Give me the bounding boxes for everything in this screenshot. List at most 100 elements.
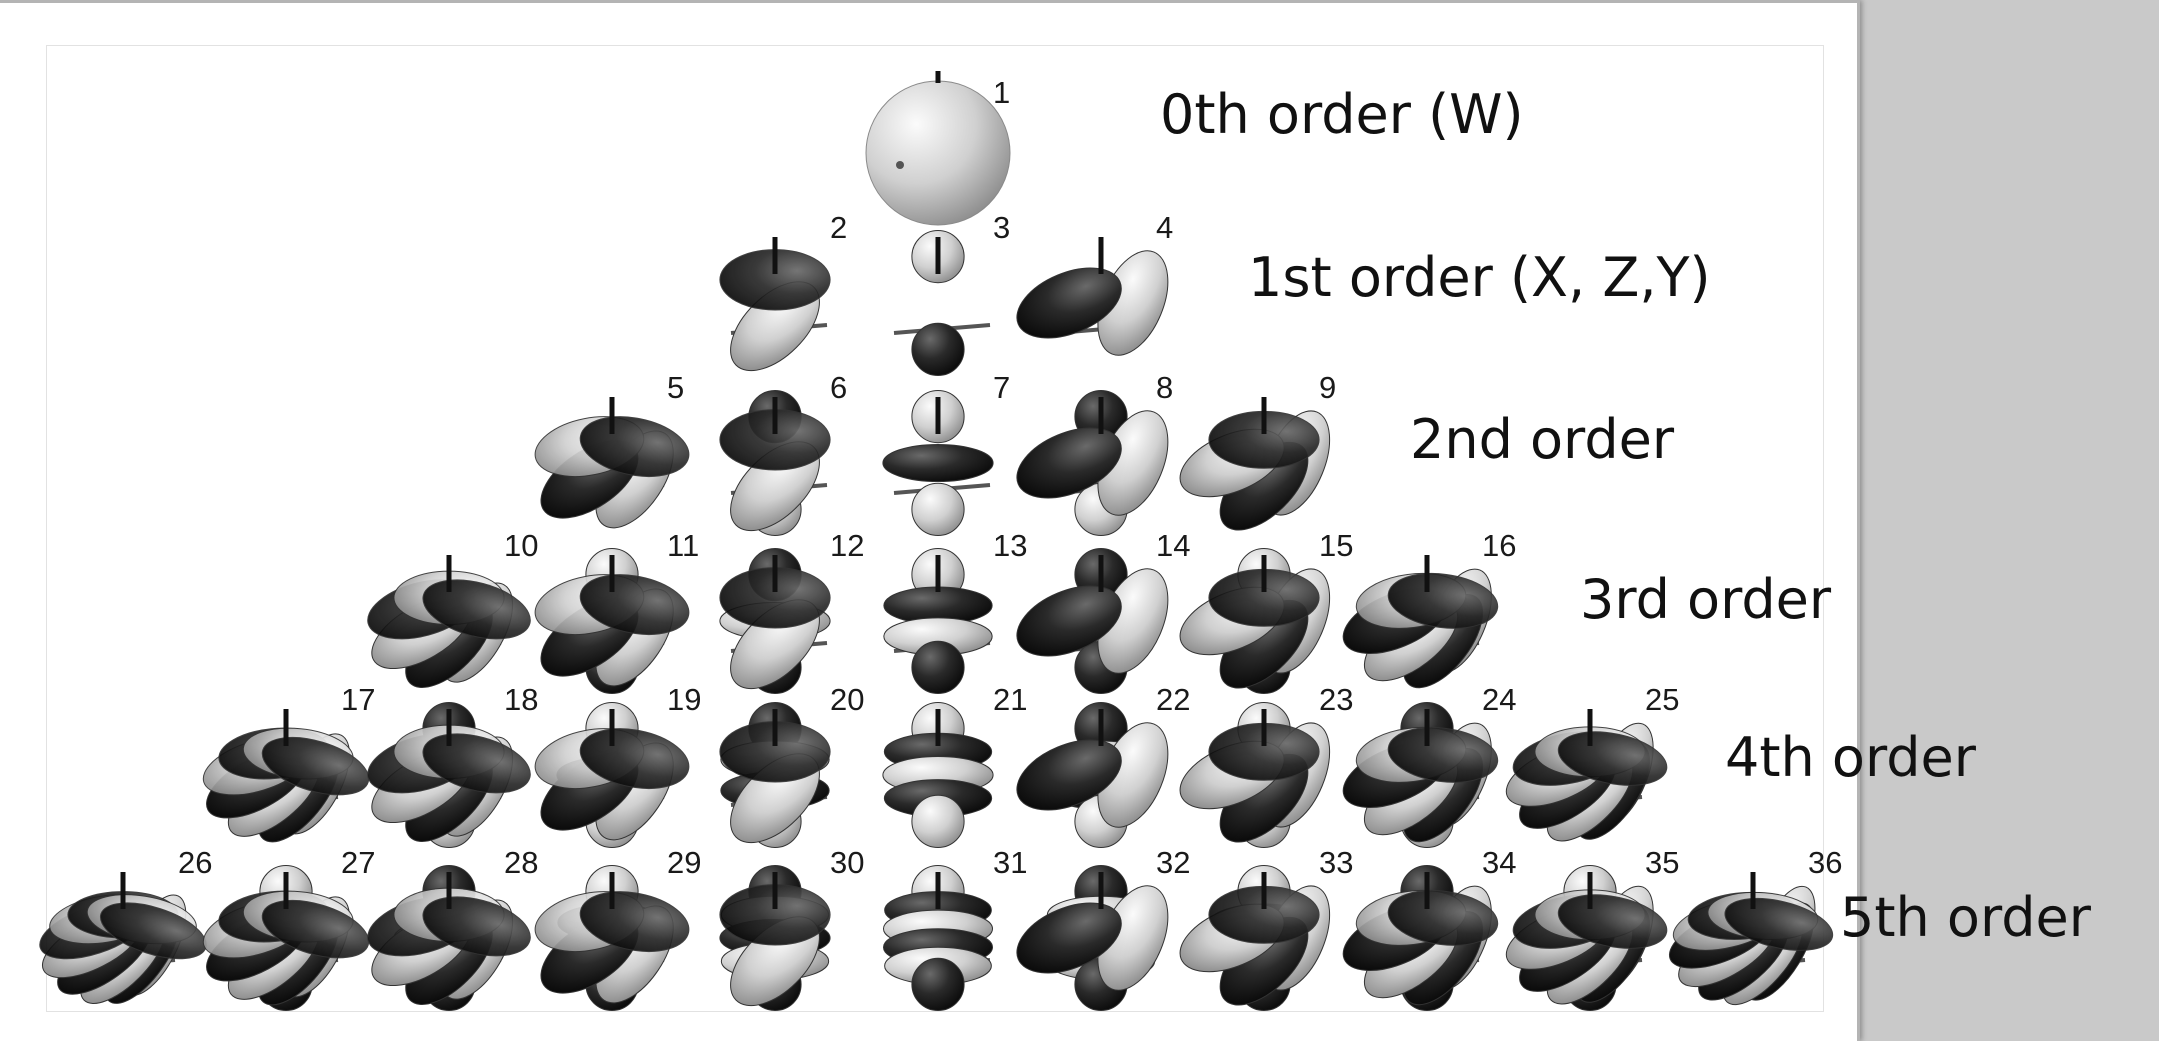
harmonic-number: 26 [178, 845, 212, 880]
harmonic-number: 16 [1482, 528, 1516, 563]
lobe [1724, 897, 1834, 951]
harmonic-1: 1 [865, 71, 1011, 226]
harmonic-number: 25 [1645, 682, 1679, 717]
harmonic-7: 7 [882, 370, 1010, 536]
lobe [261, 736, 370, 796]
harmonic-10: 10 [367, 528, 538, 688]
lobe [1016, 739, 1122, 811]
lobe [422, 579, 531, 640]
harmonic-11: 11 [534, 528, 699, 695]
harmonic-number: 19 [667, 682, 701, 717]
lobe [911, 794, 965, 849]
harmonic-20: 20 [719, 682, 864, 849]
harmonic-number: 1 [993, 75, 1010, 110]
harmonic-16: 16 [1342, 528, 1516, 689]
order-label: 2nd order [1410, 408, 1675, 471]
harmonic-34: 34 [1342, 845, 1516, 1012]
lobe [422, 896, 531, 957]
harmonic-number: 14 [1156, 528, 1190, 563]
lobe [882, 443, 994, 483]
harmonic-number: 7 [993, 370, 1010, 405]
harmonic-number: 35 [1645, 845, 1679, 880]
harmonic-3: 3 [893, 210, 1010, 376]
lobe [1016, 267, 1122, 339]
harmonic-number: 12 [830, 528, 864, 563]
order-label: 0th order (W) [1160, 83, 1524, 146]
harmonic-21: 21 [882, 682, 1027, 849]
harmonic-number: 6 [830, 370, 847, 405]
harmonic-number: 32 [1156, 845, 1190, 880]
harmonic-number: 31 [993, 845, 1027, 880]
lobe [911, 640, 965, 695]
harmonic-number: 20 [830, 682, 864, 717]
harmonic-number: 34 [1482, 845, 1516, 880]
order-label: 5th order [1840, 886, 2091, 949]
axis-dot [896, 161, 904, 169]
lobe [1016, 902, 1122, 974]
harmonic-28: 28 [367, 845, 538, 1012]
harmonic-32: 32 [1016, 845, 1190, 1012]
harmonic-number: 24 [1482, 682, 1516, 717]
harmonic-35: 35 [1505, 845, 1679, 1012]
lobe [261, 899, 370, 959]
harmonic-2: 2 [719, 210, 847, 372]
harmonic-36: 36 [1668, 845, 1842, 1006]
harmonic-number: 27 [341, 845, 375, 880]
lobe [1557, 894, 1668, 949]
harmonic-number: 5 [667, 370, 684, 405]
harmonic-27: 27 [202, 845, 375, 1012]
harmonic-number: 4 [1156, 210, 1173, 245]
harmonic-number: 18 [504, 682, 538, 717]
harmonic-number: 8 [1156, 370, 1173, 405]
harmonic-number: 33 [1319, 845, 1353, 880]
lobe [1016, 427, 1122, 499]
lobe [865, 80, 1011, 226]
lobe [579, 728, 690, 789]
harmonic-number: 9 [1319, 370, 1336, 405]
harmonic-number: 23 [1319, 682, 1353, 717]
harmonic-number: 28 [504, 845, 538, 880]
lobe [579, 416, 690, 477]
harmonic-9: 9 [1179, 370, 1336, 531]
lobe [422, 733, 531, 794]
harmonic-number: 22 [1156, 682, 1190, 717]
harmonic-23: 23 [1179, 682, 1353, 849]
lobe [1557, 731, 1668, 786]
lobe [1016, 585, 1122, 657]
harmonic-number: 2 [830, 210, 847, 245]
lobe [1387, 726, 1499, 783]
harmonic-22: 22 [1016, 682, 1190, 849]
harmonic-26: 26 [39, 845, 212, 1004]
harmonic-number: 10 [504, 528, 538, 563]
harmonic-29: 29 [534, 845, 701, 1012]
harmonic-number: 21 [993, 682, 1027, 717]
harmonic-33: 33 [1179, 845, 1353, 1012]
harmonic-25: 25 [1505, 682, 1679, 842]
harmonic-number: 13 [993, 528, 1027, 563]
harmonic-17: 17 [202, 682, 375, 843]
harmonic-8: 8 [1016, 370, 1173, 536]
harmonic-number: 3 [993, 210, 1010, 245]
harmonic-6: 6 [719, 370, 847, 536]
lobe [911, 322, 965, 376]
harmonic-14: 14 [1016, 528, 1190, 695]
lobe [1387, 572, 1499, 629]
harmonic-31: 31 [882, 845, 1027, 1012]
order-label: 1st order (X, Z,Y) [1248, 246, 1711, 309]
lobe [579, 574, 690, 635]
lobe [911, 957, 965, 1012]
harmonic-5: 5 [534, 370, 690, 529]
harmonic-number: 36 [1808, 845, 1842, 880]
harmonic-number: 11 [667, 528, 699, 563]
harmonic-15: 15 [1179, 528, 1353, 695]
harmonic-number: 15 [1319, 528, 1353, 563]
harmonic-number: 29 [667, 845, 701, 880]
harmonic-19: 19 [534, 682, 701, 849]
lobe [911, 482, 965, 536]
harmonic-number: 30 [830, 845, 864, 880]
harmonic-4: 4 [1016, 210, 1173, 356]
order-label: 4th order [1725, 726, 1976, 789]
harmonic-24: 24 [1342, 682, 1516, 849]
